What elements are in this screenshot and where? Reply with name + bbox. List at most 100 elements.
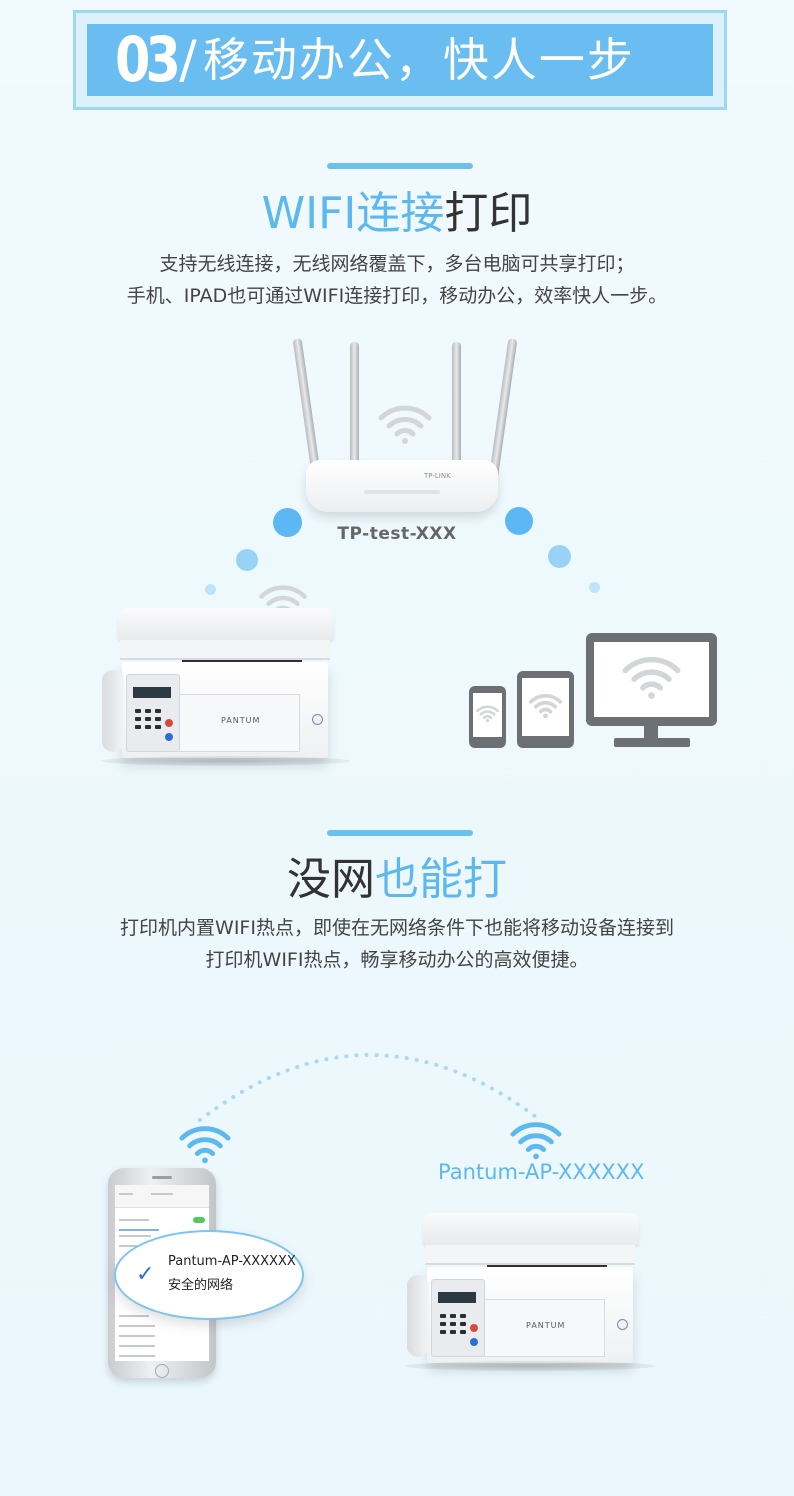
section1-desc-line1: 支持无线连接，无线网络覆盖下，多台电脑可共享打印； (159, 253, 635, 275)
router-illustration: TP-LINK (270, 330, 530, 520)
ios-text-line (119, 1335, 155, 1337)
phone-signal-wifi-icon (179, 1124, 231, 1164)
printer-illustration-2: PANTUM (395, 1195, 665, 1375)
printer-front-cover (176, 694, 300, 752)
tablet-device (517, 671, 574, 748)
power-button-icon (617, 1319, 628, 1330)
section2-title-dark: 没网 (287, 854, 375, 905)
ios-nav-bar (115, 1185, 209, 1208)
keypad-key (155, 725, 161, 729)
signal-dot (548, 545, 571, 568)
wifi-toggle-icon (193, 1217, 205, 1223)
section2-title: 没网也能打 (0, 858, 794, 902)
fax-handset (407, 1275, 429, 1357)
ios-text-line (119, 1245, 137, 1247)
section2-desc-line1: 打印机内置WIFI热点，即使在无网络条件下也能将移动设备连接到 (120, 917, 674, 939)
section-heading: 移动办公，快人一步 (202, 33, 635, 87)
printer-adf-lid (423, 1213, 639, 1245)
tablet-screen (522, 678, 569, 736)
monitor-device (586, 633, 717, 726)
section-number: 03 (115, 23, 181, 96)
printer-shadow (100, 756, 350, 766)
keypad-key (440, 1322, 446, 1326)
ios-text-line (119, 1219, 149, 1221)
router-antenna (452, 342, 461, 480)
keypad-key (135, 709, 141, 713)
section1-title-highlight: WIFI连接 (261, 188, 445, 239)
start-button-icon (165, 733, 173, 741)
keypad-key (460, 1314, 466, 1318)
keypad-key (145, 709, 151, 713)
phone-screen (473, 693, 502, 737)
signal-dot (505, 507, 533, 535)
stop-button-icon (470, 1324, 478, 1332)
section2-accent-bar (327, 830, 473, 836)
router-brand: TP-LINK (424, 472, 451, 480)
keypad-key (450, 1330, 456, 1334)
ios-text-line (119, 1193, 133, 1195)
printer-scanner (120, 640, 330, 660)
monitor-wifi-icon (622, 655, 681, 699)
tablet-wifi-icon (529, 693, 562, 718)
section1-title-rest: 打印 (444, 188, 533, 239)
keypad-key (145, 725, 151, 729)
header-banner-fill: 03 / 移动办公，快人一步 (87, 24, 713, 96)
printer-ap-wifi-icon (510, 1120, 562, 1160)
printer-control-panel (126, 674, 180, 752)
section2-description: 打印机内置WIFI热点，即使在无网络条件下也能将移动设备连接到 打印机WIFI热… (0, 912, 794, 976)
signal-dot (273, 508, 302, 537)
section2-desc-line2: 打印机WIFI热点，畅享移动办公的高效便捷。 (205, 949, 589, 971)
ios-text-line (151, 1193, 173, 1195)
keypad-key (450, 1314, 456, 1318)
callout-network-security: 安全的网络 (168, 1278, 234, 1293)
router-body: TP-LINK (306, 460, 498, 512)
ios-text-line (119, 1235, 151, 1237)
keypad-key (440, 1330, 446, 1334)
phone-speaker (152, 1176, 172, 1179)
printer-adf-lid (118, 608, 334, 640)
phone-wifi-icon (476, 705, 499, 722)
printer-control-panel (431, 1279, 485, 1357)
signal-dot (236, 549, 258, 571)
wifi-network-callout: ✓ Pantum-AP-XXXXXX 安全的网络 (116, 1232, 302, 1318)
monitor-stand (614, 738, 690, 747)
section-header-banner: 03 / 移动办公，快人一步 (73, 10, 727, 110)
printer-ap-ssid-label: Pantum-AP-XXXXXX (438, 1160, 645, 1184)
ios-text-line (119, 1315, 149, 1317)
ios-text-line (119, 1229, 159, 1231)
monitor-neck (644, 724, 658, 740)
router-slot (364, 490, 440, 494)
printer-brand: PANTUM (526, 1321, 566, 1330)
printer-lcd (438, 1292, 476, 1303)
signal-dot (205, 584, 216, 595)
printer-scanner (425, 1245, 635, 1265)
phone-home-button (155, 1364, 169, 1378)
keypad-key (135, 717, 141, 721)
keypad-key (460, 1322, 466, 1326)
printer-front-cover (481, 1299, 605, 1357)
section2-title-highlight: 也能打 (375, 854, 507, 905)
keypad-key (450, 1322, 456, 1326)
keypad-key (155, 709, 161, 713)
section1-desc-line2: 手机、IPAD也可通过WIFI连接打印，移动办公，效率快人一步。 (126, 285, 668, 307)
printer-lcd (133, 687, 171, 698)
keypad-key (460, 1330, 466, 1334)
router-ssid-label: TP-test-XXX (337, 524, 457, 544)
monitor-screen (594, 642, 709, 717)
check-icon: ✓ (136, 1262, 155, 1287)
printer-illustration: PANTUM (90, 585, 360, 770)
section1-description: 支持无线连接，无线网络覆盖下，多台电脑可共享打印； 手机、IPAD也可通过WIF… (0, 248, 794, 312)
signal-dot (589, 582, 600, 593)
printer-shadow (405, 1361, 655, 1371)
section1-title: WIFI连接打印 (0, 192, 794, 236)
section1-accent-bar (327, 163, 473, 169)
fax-handset (102, 670, 124, 752)
keypad-key (440, 1314, 446, 1318)
ios-text-line (119, 1355, 155, 1357)
stop-button-icon (165, 719, 173, 727)
power-button-icon (312, 714, 323, 725)
printer-brand: PANTUM (221, 716, 261, 725)
ios-text-line (119, 1325, 155, 1327)
phone-device (469, 686, 506, 748)
